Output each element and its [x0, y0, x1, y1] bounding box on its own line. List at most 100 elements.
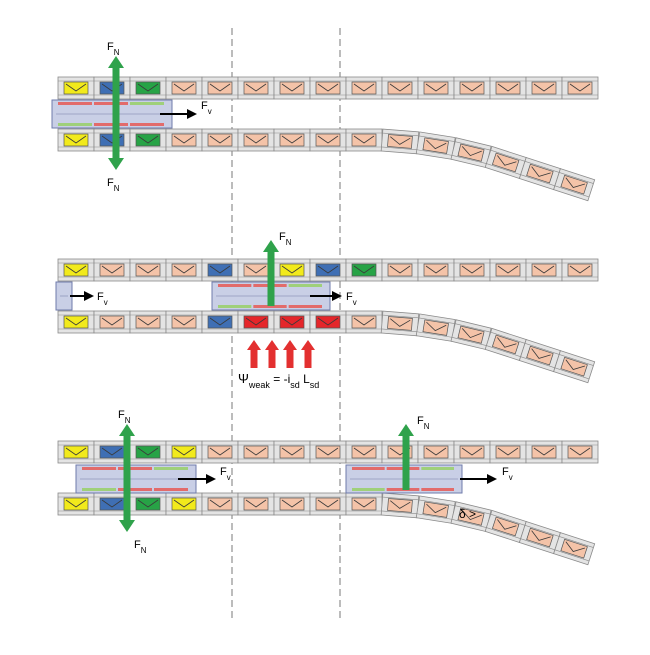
- magnet-strip: [94, 123, 128, 126]
- coil-winding-icon: [495, 81, 521, 95]
- track-rail-line: [418, 317, 455, 324]
- coil-winding-icon: [459, 81, 485, 95]
- panel-2-fv-label: Fv: [346, 291, 357, 307]
- panel-3-fv-left-label: Fv: [220, 466, 231, 482]
- coil-pattern: [281, 317, 303, 326]
- panel-3-normal-force-arrow-right: [398, 424, 414, 490]
- magnet-strip: [82, 467, 116, 470]
- coil-pattern: [65, 499, 87, 508]
- coil-pattern: [173, 83, 195, 92]
- lower-track-segment: [129, 128, 167, 152]
- arrow-shaft: [268, 350, 276, 368]
- track-rail-line: [416, 513, 453, 520]
- magnet-strip: [218, 284, 252, 287]
- panel-1-mover: [51, 99, 173, 129]
- lower-track-segment: [345, 128, 383, 152]
- coil-pattern: [389, 83, 411, 92]
- coil-winding-icon: [315, 133, 341, 147]
- coil-pattern: [531, 348, 551, 359]
- arrow-shaft: [112, 68, 120, 158]
- coil-pattern: [497, 337, 517, 348]
- lower-track-segment: [309, 128, 347, 152]
- coil-winding-icon: [387, 81, 413, 95]
- upper-track-segment: [561, 440, 599, 464]
- coil-winding-icon: [171, 497, 197, 511]
- upper-track-segment: [417, 76, 455, 100]
- coil-winding-icon: [422, 137, 449, 154]
- coil-winding-icon: [423, 81, 449, 95]
- panel-3-fn-bottom-label: FN: [134, 539, 147, 555]
- coil-pattern: [209, 499, 231, 508]
- upper-track-segment: [165, 76, 203, 100]
- coil-pattern: [245, 317, 267, 326]
- coil-winding-icon: [99, 497, 125, 511]
- coil-winding-icon: [243, 497, 269, 511]
- coil-winding-icon: [207, 445, 233, 459]
- upper-track-segment: [417, 440, 455, 464]
- coil-winding-icon: [135, 81, 161, 95]
- force-layer: [70, 56, 497, 532]
- coil-pattern: [137, 447, 159, 456]
- coil-pattern: [281, 135, 303, 144]
- track-rail-line: [490, 149, 526, 162]
- panel-1-fv-label: Fv: [201, 100, 212, 116]
- panel-2-lift-arrow-1: [247, 340, 261, 368]
- coil-winding-icon: [495, 445, 521, 459]
- coil-winding-icon: [351, 315, 377, 329]
- upper-track-segment: [93, 258, 131, 282]
- coil-pattern: [281, 499, 303, 508]
- coil-pattern: [426, 139, 447, 150]
- magnet-strip: [253, 305, 287, 308]
- track-rail-line: [524, 343, 560, 355]
- coil-winding-icon: [351, 497, 377, 511]
- coil-pattern: [353, 135, 375, 144]
- panel-3-fv-right-label: Fv: [502, 466, 513, 482]
- coil-pattern: [173, 447, 195, 456]
- coil-pattern: [245, 265, 267, 274]
- panel-1-fn-top-label: FN: [107, 41, 120, 57]
- magnet-strip: [288, 284, 322, 287]
- panel-2-upper-track: [57, 258, 599, 282]
- lower-track-segment: [273, 310, 311, 334]
- track-rail-line: [416, 331, 453, 338]
- coil-winding-icon: [422, 319, 449, 336]
- panel-1-lower-track: [57, 128, 596, 202]
- coil-winding-icon: [315, 81, 341, 95]
- upper-track-segment: [165, 440, 203, 464]
- coil-winding-icon: [207, 133, 233, 147]
- coil-winding-icon: [207, 497, 233, 511]
- coil-pattern: [426, 321, 447, 332]
- coil-winding-icon: [99, 445, 125, 459]
- coil-pattern: [137, 499, 159, 508]
- magnet-strip: [130, 123, 164, 126]
- coil-winding-icon: [531, 81, 557, 95]
- upper-track-segment: [525, 440, 563, 464]
- coil-pattern: [137, 135, 159, 144]
- lower-track-segment: [201, 492, 239, 516]
- lower-track-segment: [165, 128, 203, 152]
- upper-track-segment: [309, 258, 347, 282]
- arrow-head: [247, 340, 261, 350]
- track-rail-line: [524, 161, 560, 173]
- coil-pattern: [245, 83, 267, 92]
- upper-track-segment: [381, 440, 419, 464]
- panel-3-normal-force-arrow: [119, 424, 135, 532]
- lower-track-segment: [518, 521, 561, 555]
- magnet-strip: [118, 467, 152, 470]
- track-rail-line: [418, 135, 455, 142]
- lower-track-segment: [273, 492, 311, 516]
- coil-winding-icon: [207, 81, 233, 95]
- lower-track-segment: [553, 532, 596, 566]
- coil-pattern: [65, 317, 87, 326]
- arrow-shaft: [267, 252, 275, 306]
- arrow-shaft: [286, 350, 294, 368]
- upper-track-segment: [561, 76, 599, 100]
- upper-track-segment: [165, 258, 203, 282]
- lower-track-segment: [415, 313, 456, 342]
- coil-pattern: [209, 317, 231, 326]
- track-rail-line: [554, 549, 590, 562]
- coil-pattern: [353, 83, 375, 92]
- lower-track-segment: [129, 492, 167, 516]
- lower-track-segment: [129, 310, 167, 334]
